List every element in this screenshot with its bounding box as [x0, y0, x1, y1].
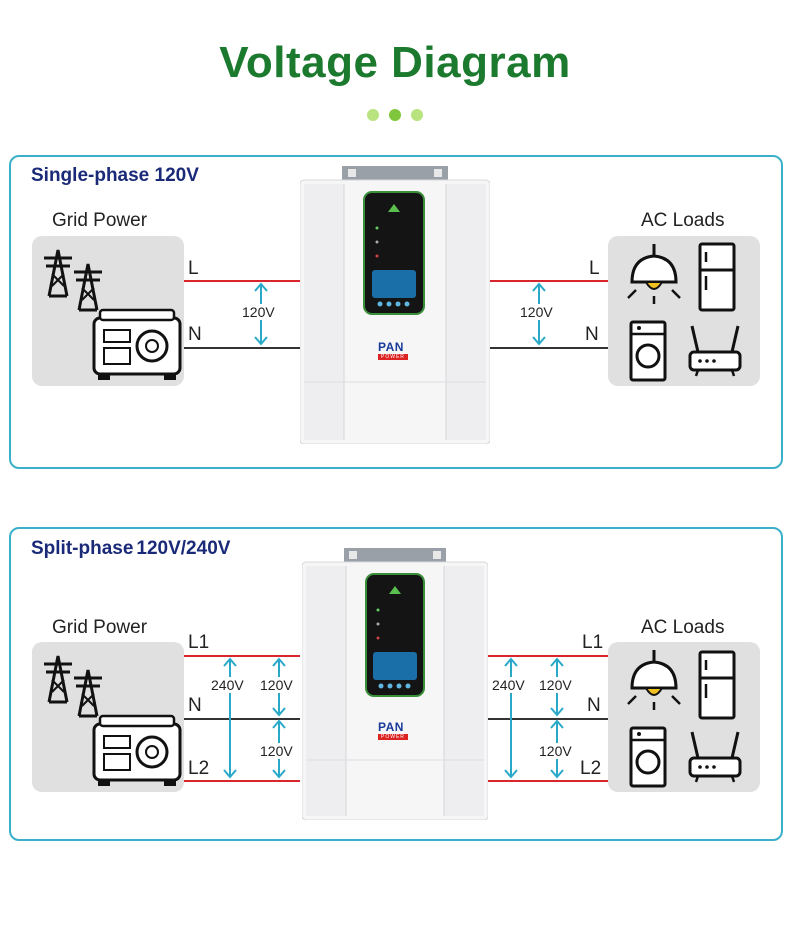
- inverter-brand-logo: PAN: [378, 340, 404, 354]
- washing-machine-icon: [629, 726, 667, 788]
- line-label-l-left: L: [188, 258, 199, 279]
- panel-title-voltage: 120V: [154, 165, 199, 186]
- ac-loads-label: AC Loads: [641, 617, 725, 638]
- generator-icon: [92, 308, 182, 382]
- live-wire-left: [184, 280, 300, 282]
- l1-wire-right: [488, 655, 608, 657]
- l2-wire-right: [488, 780, 608, 782]
- line-label-n-right: N: [585, 324, 599, 345]
- voltage-label-240: 240V: [211, 677, 244, 693]
- refrigerator-icon: [698, 650, 736, 720]
- voltage-label-120: 120V: [539, 677, 572, 693]
- transmission-tower-icon: [72, 668, 104, 718]
- line-label-l1-right: L1: [582, 632, 604, 653]
- panel-title: Single-phase 120V: [31, 165, 199, 187]
- router-icon: [688, 730, 742, 784]
- transmission-tower-icon: [42, 654, 74, 704]
- voltage-label-120: 120V: [260, 743, 293, 759]
- neutral-wire-right: [488, 718, 608, 720]
- line-label-n-right: N: [587, 695, 601, 716]
- neutral-wire-left: [184, 347, 300, 349]
- inverter-brand-sub: POWER: [378, 734, 408, 740]
- grid-power-label: Grid Power: [52, 210, 148, 231]
- washing-machine-icon: [629, 320, 667, 382]
- voltage-label: 120V: [520, 304, 553, 320]
- transmission-tower-icon: [72, 262, 104, 312]
- live-wire-right: [488, 280, 608, 282]
- inverter-drawing: [299, 166, 491, 445]
- line-label-n-left: N: [188, 324, 202, 345]
- generator-icon: [92, 714, 182, 788]
- neutral-wire-left: [184, 718, 300, 720]
- pendant-lamp-icon: [626, 242, 682, 306]
- line-label-l1-left: L1: [188, 632, 210, 653]
- line-label-n-left: N: [188, 695, 202, 716]
- voltage-label-120: 120V: [539, 743, 572, 759]
- line-label-l2-left: L2: [188, 758, 210, 779]
- page-title: Voltage Diagram: [219, 38, 571, 87]
- ac-loads-label: AC Loads: [641, 210, 725, 231]
- voltage-label-120: 120V: [260, 677, 293, 693]
- dot: [367, 109, 379, 121]
- router-icon: [688, 324, 742, 378]
- pendant-lamp-icon: [626, 648, 682, 712]
- panel-title-main: Split-phase: [31, 538, 134, 559]
- dot: [389, 109, 401, 121]
- panel-title-main: Single-phase: [31, 165, 150, 186]
- voltage-label: 120V: [242, 304, 275, 320]
- line-label-l2-right: L2: [580, 758, 602, 779]
- inverter-unit: PAN POWER: [299, 166, 491, 445]
- decorative-dots: [0, 108, 790, 126]
- inverter-brand-logo: PAN: [378, 720, 404, 734]
- neutral-wire-right: [488, 347, 608, 349]
- transmission-tower-icon: [42, 248, 74, 298]
- refrigerator-icon: [698, 242, 736, 312]
- line-label-l-right: L: [589, 258, 600, 279]
- voltage-label-240: 240V: [492, 677, 525, 693]
- inverter-brand-sub: POWER: [378, 354, 408, 360]
- grid-power-label: Grid Power: [52, 617, 148, 638]
- panel-title-voltage: 120V/240V: [136, 538, 231, 559]
- l2-wire-left: [184, 780, 300, 782]
- dot: [411, 109, 423, 121]
- l1-wire-left: [184, 655, 300, 657]
